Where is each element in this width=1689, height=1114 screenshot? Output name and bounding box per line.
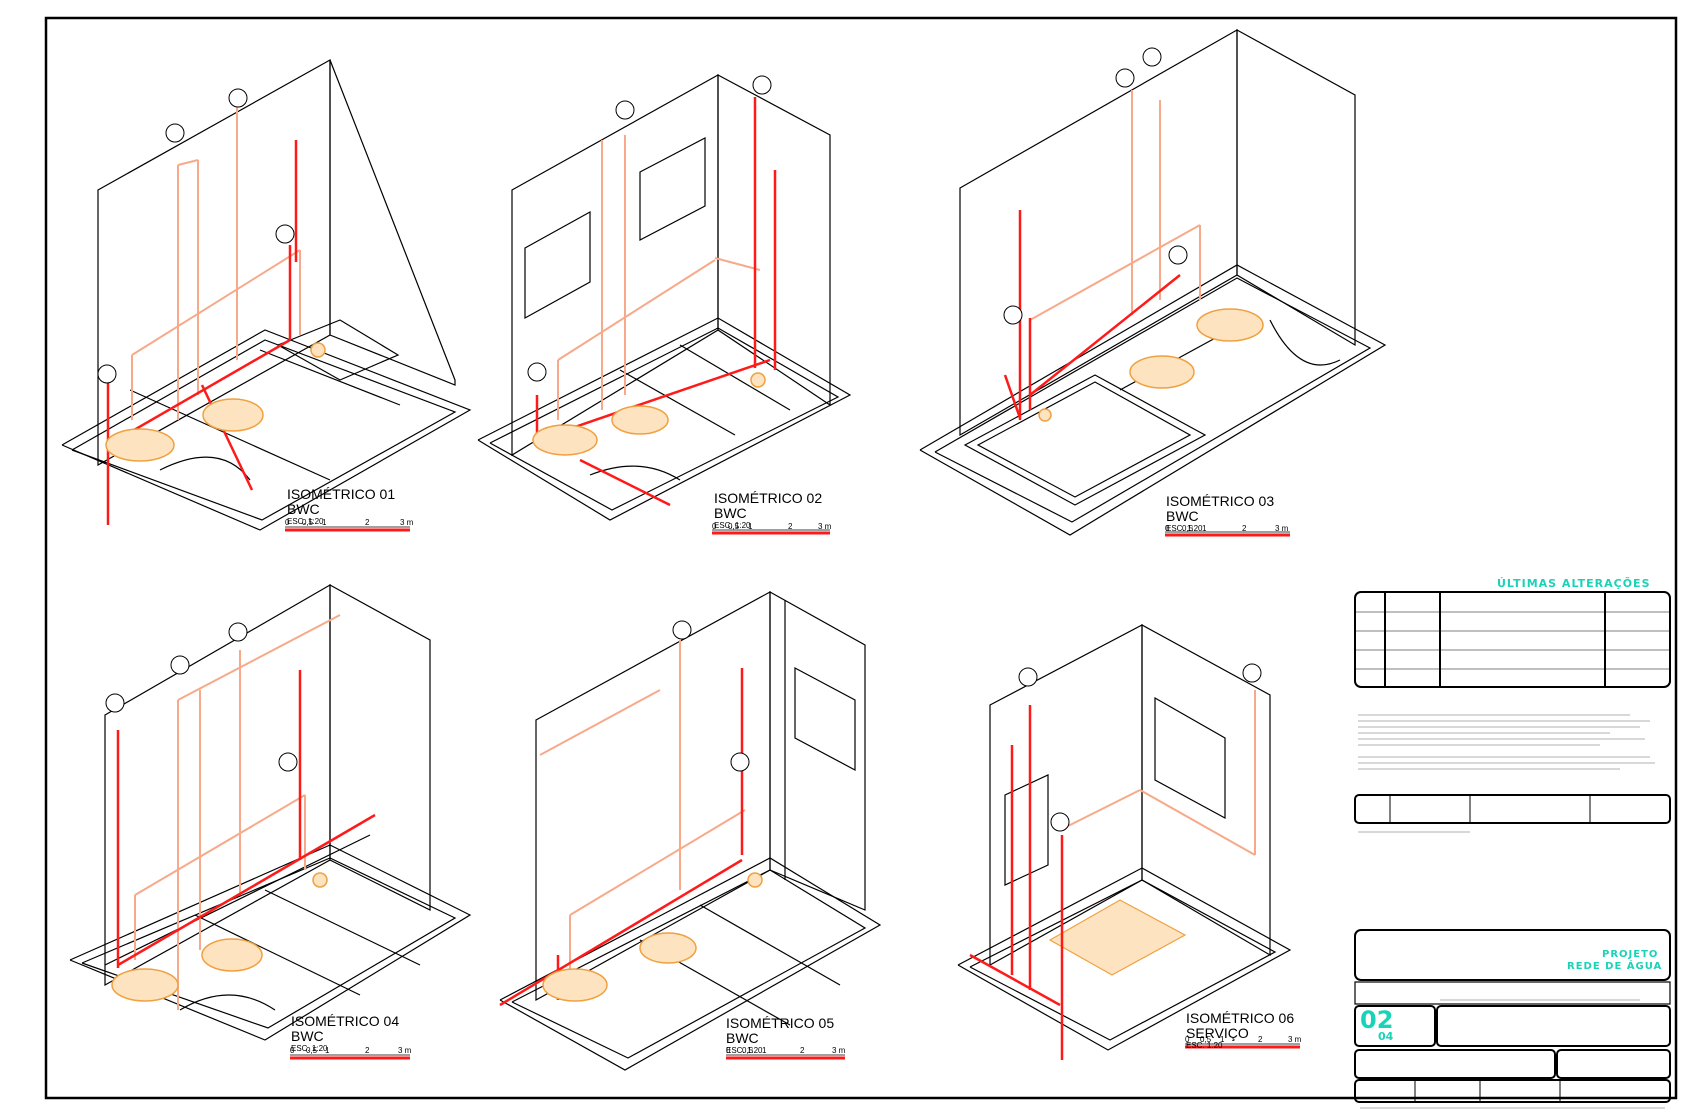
scale-mark: 2 <box>365 1046 370 1055</box>
isometric-03-title: ISOMÉTRICO 03 <box>1166 493 1275 509</box>
isometric-04-scale: ESC. 1:20 <box>291 1044 328 1053</box>
scale-mark: 0 <box>726 1046 731 1055</box>
isometric-02-drawing <box>477 73 852 521</box>
isometric-05-scale: ESC. 1:20 <box>726 1046 763 1055</box>
revisions-title: ÚLTIMAS ALTERAÇÕES <box>1497 577 1651 590</box>
isometric-05-drawing <box>499 590 882 1071</box>
scale-bar-01 <box>285 526 410 532</box>
scale-mark: 2 <box>365 518 370 527</box>
scale-mark: 3 m <box>1275 524 1289 533</box>
scale-mark: 3 m <box>832 1046 846 1055</box>
scale-bar-02 <box>712 529 830 535</box>
isometric-03-label: ISOMÉTRICO 03 BWC ESC. 1:20 <box>1166 493 1275 534</box>
isometric-04-subtitle: BWC <box>291 1028 324 1044</box>
scale-mark: 3 m <box>818 522 832 531</box>
scale-mark: 0 <box>285 518 290 527</box>
title-block <box>1354 591 1671 1109</box>
scale-mark: 0,5 <box>728 522 740 531</box>
scale-mark: 2 <box>1242 524 1247 533</box>
scale-mark: 2 <box>788 522 793 531</box>
scale-mark: 1 <box>1202 524 1207 533</box>
isometric-01-drawing <box>61 58 472 531</box>
scale-mark: 2 <box>800 1046 805 1055</box>
isometric-05-title: ISOMÉTRICO 05 <box>726 1015 835 1031</box>
scale-mark: 0,5 <box>1182 524 1194 533</box>
project-name: REDE DE ÁGUA <box>1567 961 1663 972</box>
scale-bar-06 <box>1185 1043 1300 1049</box>
scale-mark: 3 m <box>400 518 414 527</box>
isometric-02-title: ISOMÉTRICO 02 <box>714 490 823 506</box>
scale-mark: 1 <box>322 518 327 527</box>
sheet-total: 04 <box>1378 1030 1394 1043</box>
isometric-02-scale: ESC. 1:20 <box>714 521 751 530</box>
scale-bar-04 <box>290 1054 410 1060</box>
isometric-03-scale: ESC. 1:20 <box>1166 524 1203 533</box>
scale-bar-03 <box>1165 531 1290 537</box>
isometric-04-label: ISOMÉTRICO 04 BWC ESC. 1:20 <box>291 1013 400 1054</box>
project-label: PROJETO <box>1602 949 1659 960</box>
scale-mark: 0 <box>1165 524 1170 533</box>
scale-mark: 0 <box>290 1046 295 1055</box>
scale-mark: 1 <box>1220 1035 1225 1044</box>
scale-mark: 0,5 <box>742 1046 754 1055</box>
isometric-01-label: ISOMÉTRICO 01 BWC ESC. 1:20 <box>287 486 396 527</box>
isometric-02-label: ISOMÉTRICO 02 BWC ESC. 1:20 <box>714 490 823 531</box>
isometric-01-scale: ESC. 1:20 <box>287 517 324 526</box>
isometric-03-drawing <box>919 28 1387 536</box>
isometric-03-subtitle: BWC <box>1166 508 1199 524</box>
isometric-05-subtitle: BWC <box>726 1030 759 1046</box>
isometric-04-drawing <box>69 583 472 1041</box>
scale-mark: 2 <box>1258 1035 1263 1044</box>
sheet-border <box>44 16 1678 1100</box>
scale-mark: 1 <box>325 1046 330 1055</box>
isometric-06-label: ISOMÉTRICO 06 SERVIÇO ESC. 1:20 <box>1186 1010 1295 1051</box>
isometric-01-title: ISOMÉTRICO 01 <box>287 486 396 502</box>
scale-mark: 0,5 <box>306 1046 318 1055</box>
isometric-06-subtitle: SERVIÇO <box>1186 1025 1249 1041</box>
scale-bar-05 <box>726 1054 845 1060</box>
scale-mark: 0,5 <box>302 518 314 527</box>
isometric-06-drawing <box>957 623 1292 1060</box>
scale-mark: 3 m <box>1288 1035 1302 1044</box>
scale-mark: 0,5 <box>1200 1035 1212 1044</box>
scale-mark: 0 <box>712 522 717 531</box>
sheet-number: 02 <box>1360 1006 1394 1034</box>
scale-mark: 3 m <box>398 1046 412 1055</box>
isometric-06-scale: ESC. 1:20 <box>1186 1041 1223 1050</box>
isometric-01-subtitle: BWC <box>287 501 320 517</box>
scale-mark: 0 <box>1185 1035 1190 1044</box>
isometric-04-title: ISOMÉTRICO 04 <box>291 1013 400 1029</box>
scale-mark: 1 <box>748 522 753 531</box>
isometric-02-subtitle: BWC <box>714 505 747 521</box>
isometric-05-label: ISOMÉTRICO 05 BWC ESC. 1:20 <box>726 1015 835 1056</box>
scale-mark: 1 <box>762 1046 767 1055</box>
isometric-06-title: ISOMÉTRICO 06 <box>1186 1010 1295 1026</box>
